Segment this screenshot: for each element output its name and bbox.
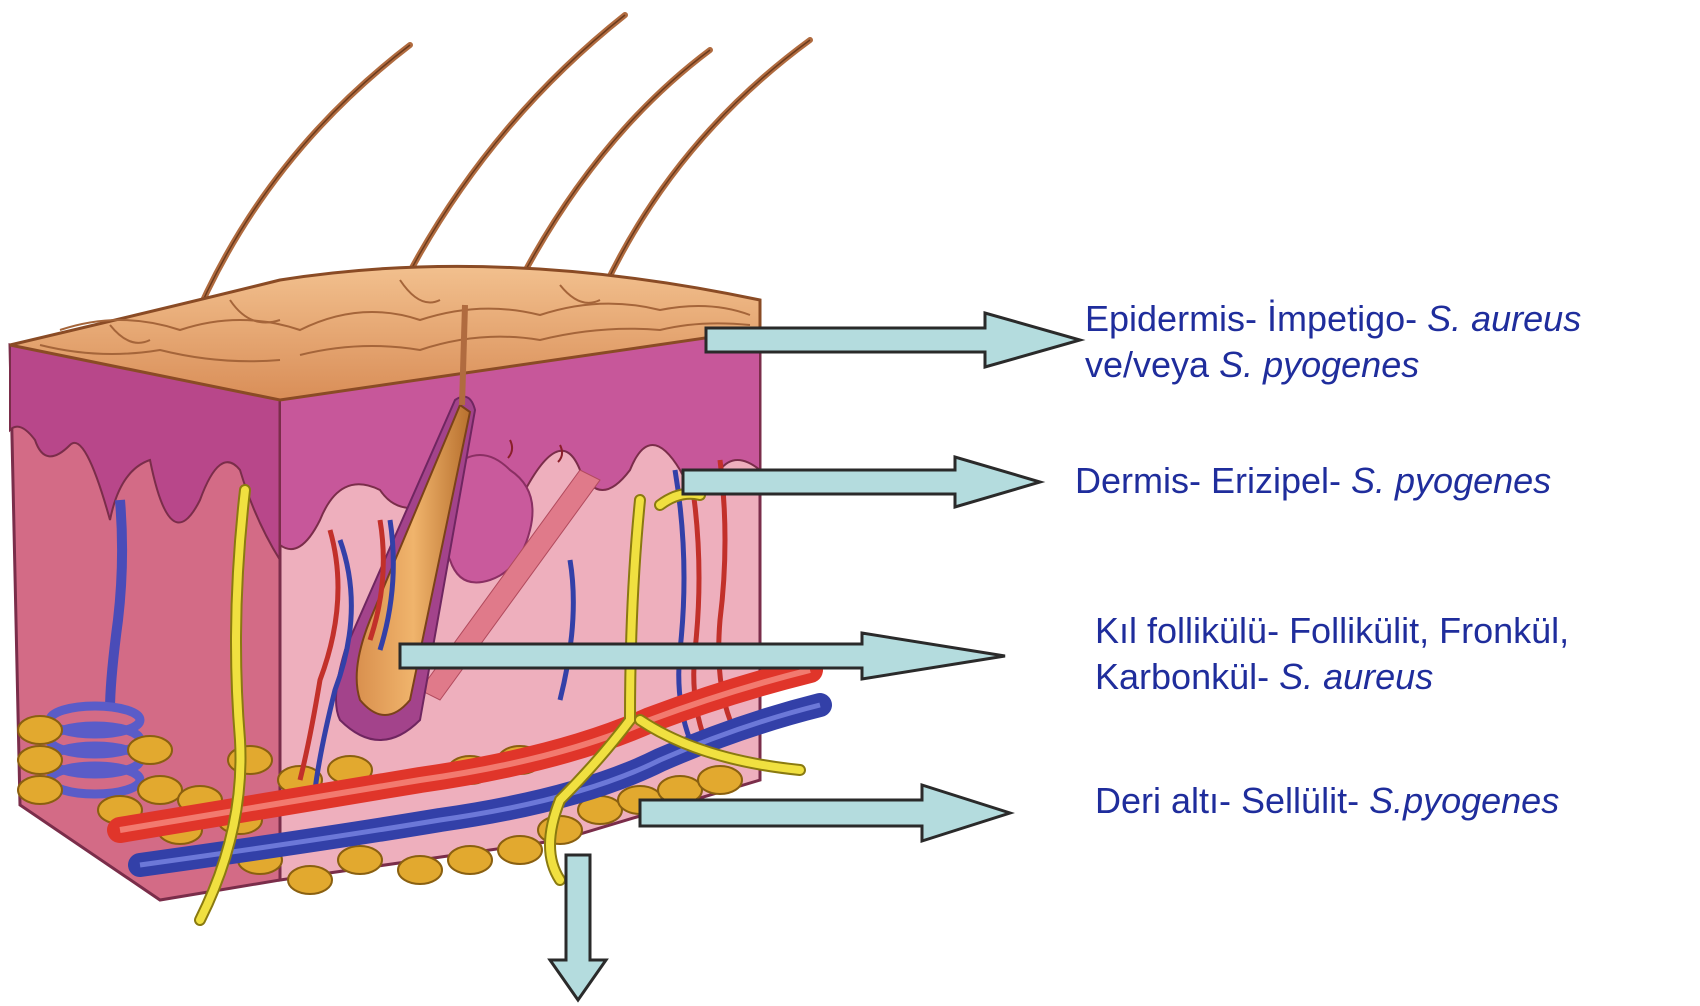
arrow-epidermis bbox=[706, 313, 1080, 367]
annotation-subcutaneous: Deri altı- Sellülit- S.pyogenes bbox=[1095, 778, 1559, 824]
annotation-hair-follicle: Kıl follikülü- Follikülit, Fronkül, Karb… bbox=[1095, 608, 1569, 700]
annotation-epidermis-organism2: S. pyogenes bbox=[1219, 344, 1419, 385]
annotation-follicle-organism: S. aureus bbox=[1279, 656, 1433, 697]
annotation-dermis-organism: S. pyogenes bbox=[1351, 460, 1551, 501]
annotation-epidermis: Epidermis- İmpetigo- S. aureus ve/veya S… bbox=[1085, 296, 1581, 388]
annotation-dermis: Dermis- Erizipel- S. pyogenes bbox=[1075, 458, 1551, 504]
annotation-epidermis-organism: S. aureus bbox=[1427, 298, 1581, 339]
annotation-follicle-text: Kıl follikülü- Follikülit, Fronkül, bbox=[1095, 608, 1569, 654]
annotation-follicle-text2: Karbonkül- bbox=[1095, 656, 1279, 697]
hair-3 bbox=[510, 50, 710, 300]
annotation-epidermis-text2: ve/veya bbox=[1085, 344, 1219, 385]
annotation-subcutaneous-organism: S.pyogenes bbox=[1369, 780, 1559, 821]
annotation-epidermis-text: Epidermis- İmpetigo- bbox=[1085, 298, 1427, 339]
hair-2 bbox=[395, 15, 625, 300]
annotation-dermis-text: Dermis- Erizipel- bbox=[1075, 460, 1351, 501]
annotation-subcutaneous-text: Deri altı- Sellülit- bbox=[1095, 780, 1369, 821]
